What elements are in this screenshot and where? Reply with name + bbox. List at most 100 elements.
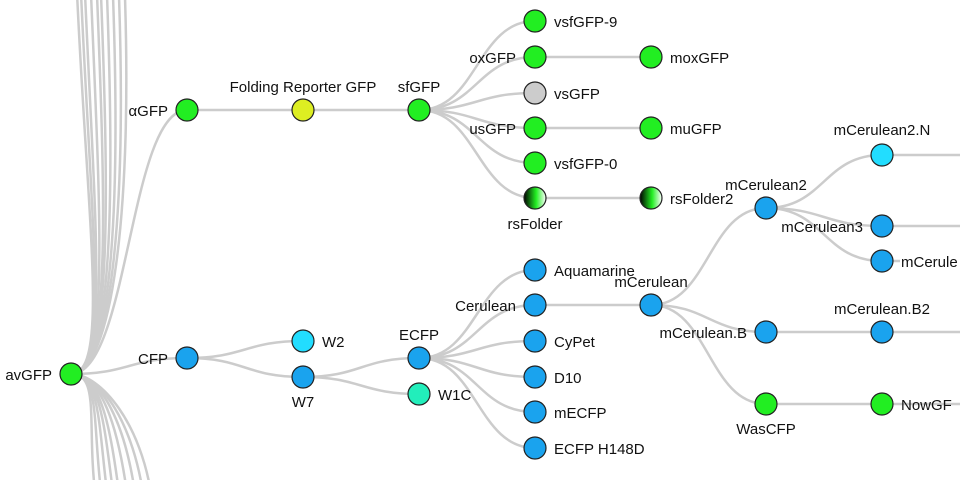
node-mugfp[interactable]: muGFP — [639, 116, 722, 140]
node-aquamarine[interactable]: Aquamarine — [523, 258, 635, 282]
node-vsfgfp9[interactable]: vsfGFP-9 — [523, 9, 617, 33]
node-usgfp[interactable]: usGFP — [469, 116, 547, 140]
node-label-w7: W7 — [292, 394, 315, 411]
node-circle-mcerulean2[interactable] — [754, 196, 778, 220]
node-circle-folding[interactable] — [291, 98, 315, 122]
node-label-d10: D10 — [554, 370, 582, 387]
node-circle-aquamarine[interactable] — [523, 258, 547, 282]
node-cfp[interactable]: CFP — [138, 346, 199, 370]
edge-mcerulean-mcerulean2 — [650, 206, 767, 307]
node-circle-mcerulean3[interactable] — [870, 214, 894, 238]
edge-mcerulean2-mcerulean2n — [765, 153, 883, 210]
offscreen-edges — [70, 0, 150, 480]
node-mcerulean2n[interactable]: mCerulean2.N — [834, 122, 931, 167]
node-circle-wascfp[interactable] — [754, 392, 778, 416]
node-rsfolder2[interactable]: rsFolder2 — [639, 186, 733, 210]
node-cypet[interactable]: CyPet — [523, 329, 596, 353]
node-circle-vsgfp[interactable] — [523, 81, 547, 105]
node-wascfp[interactable]: WasCFP — [736, 392, 796, 438]
node-cerulean[interactable]: Cerulean — [455, 293, 547, 317]
node-label-moxgfp: moxGFP — [670, 50, 729, 67]
node-circle-mcerulean_cut[interactable] — [870, 249, 894, 273]
node-w1c[interactable]: W1C — [407, 382, 472, 406]
node-circle-ecfp[interactable] — [407, 346, 431, 370]
node-label-cfp: CFP — [138, 351, 168, 368]
node-label-vsfgfp9: vsfGFP-9 — [554, 14, 617, 31]
node-ecfp[interactable]: ECFP — [399, 327, 439, 370]
edge-ecfp-aquamarine — [418, 268, 536, 360]
node-circle-avgfp[interactable] — [59, 362, 83, 386]
node-circle-mecfp[interactable] — [523, 400, 547, 424]
node-mceruleanb[interactable]: mCerulean.B — [659, 320, 778, 344]
node-circle-cerulean[interactable] — [523, 293, 547, 317]
node-circle-vsfgfp9[interactable] — [523, 9, 547, 33]
node-mecfp[interactable]: mECFP — [523, 400, 607, 424]
node-nowgf[interactable]: NowGF — [870, 392, 952, 416]
node-circle-cypet[interactable] — [523, 329, 547, 353]
edge-mcerulean-mceruleanb — [650, 303, 767, 334]
edge-cfp-w2 — [186, 339, 304, 360]
node-moxgfp[interactable]: moxGFP — [639, 45, 729, 69]
node-label-mcerulean3: mCerulean3 — [781, 219, 863, 236]
node-w2[interactable]: W2 — [291, 329, 345, 353]
node-label-mcerulean2n: mCerulean2.N — [834, 122, 931, 139]
node-oxgfp[interactable]: oxGFP — [469, 45, 547, 69]
node-label-usgfp: usGFP — [469, 121, 516, 138]
node-ecfph148d[interactable]: ECFP H148D — [523, 436, 645, 460]
node-label-oxgfp: oxGFP — [469, 50, 516, 67]
node-label-wascfp: WasCFP — [736, 421, 795, 438]
edge-avgfp-cfp — [70, 356, 188, 376]
node-circle-w7[interactable] — [291, 365, 315, 389]
node-label-mcerulean2: mCerulean2 — [725, 177, 807, 194]
node-vsfgfp0[interactable]: vsfGFP-0 — [523, 151, 617, 175]
node-mcerulean_cut[interactable]: mCerule — [870, 249, 958, 273]
node-circle-mcerulean[interactable] — [639, 293, 663, 317]
node-label-ecfph148d: ECFP H148D — [554, 441, 645, 458]
node-label-ecfp: ECFP — [399, 327, 439, 344]
node-avgfp[interactable]: avGFP — [5, 362, 83, 386]
node-label-cerulean: Cerulean — [455, 298, 516, 315]
node-circle-agfp[interactable] — [175, 98, 199, 122]
node-sfgfp[interactable]: sfGFP — [398, 79, 441, 122]
edge-sfgfp-vsfgfp9 — [418, 19, 536, 112]
node-label-cypet: CyPet — [554, 334, 596, 351]
stub-edges — [882, 153, 960, 406]
edge-offscreen-up-1 — [70, 0, 96, 376]
edge-offscreen-up-0 — [70, 0, 95, 376]
node-circle-nowgf[interactable] — [870, 392, 894, 416]
node-circle-sfgfp[interactable] — [407, 98, 431, 122]
node-agfp[interactable]: αGFP — [128, 98, 199, 122]
node-circle-ecfph148d[interactable] — [523, 436, 547, 460]
edge-offscreen-down-8 — [70, 372, 150, 480]
node-circle-mcerulean2n[interactable] — [870, 143, 894, 167]
node-circle-w2[interactable] — [291, 329, 315, 353]
node-mceruleanb2[interactable]: mCerulean.B2 — [834, 301, 930, 344]
node-circle-d10[interactable] — [523, 365, 547, 389]
node-circle-mugfp[interactable] — [639, 116, 663, 140]
node-circle-cfp[interactable] — [175, 346, 199, 370]
node-vsgfp[interactable]: vsGFP — [523, 81, 600, 105]
node-circle-moxgfp[interactable] — [639, 45, 663, 69]
edge-w7-w1c — [302, 375, 420, 396]
node-label-w2: W2 — [322, 334, 345, 351]
node-circle-w1c[interactable] — [407, 382, 431, 406]
node-circle-mceruleanb[interactable] — [754, 320, 778, 344]
node-mcerulean[interactable]: mCerulean — [614, 274, 688, 317]
node-d10[interactable]: D10 — [523, 365, 582, 389]
node-circle-oxgfp[interactable] — [523, 45, 547, 69]
edge-sfgfp-rsfolder — [418, 108, 536, 200]
node-label-mceruleanb2: mCerulean.B2 — [834, 301, 930, 318]
node-circle-rsfolder2[interactable] — [639, 186, 663, 210]
node-circle-usgfp[interactable] — [523, 116, 547, 140]
node-label-mceruleanb: mCerulean.B — [659, 325, 747, 342]
node-label-mecfp: mECFP — [554, 405, 607, 422]
node-rsfolder[interactable]: rsFolder — [507, 186, 563, 233]
node-w7[interactable]: W7 — [291, 365, 315, 411]
node-circle-mceruleanb2[interactable] — [870, 320, 894, 344]
node-circle-rsfolder[interactable] — [523, 186, 547, 210]
node-mcerulean2[interactable]: mCerulean2 — [725, 177, 807, 220]
node-mcerulean3[interactable]: mCerulean3 — [781, 214, 894, 238]
node-circle-vsfgfp0[interactable] — [523, 151, 547, 175]
node-folding[interactable]: Folding Reporter GFP — [230, 79, 377, 122]
